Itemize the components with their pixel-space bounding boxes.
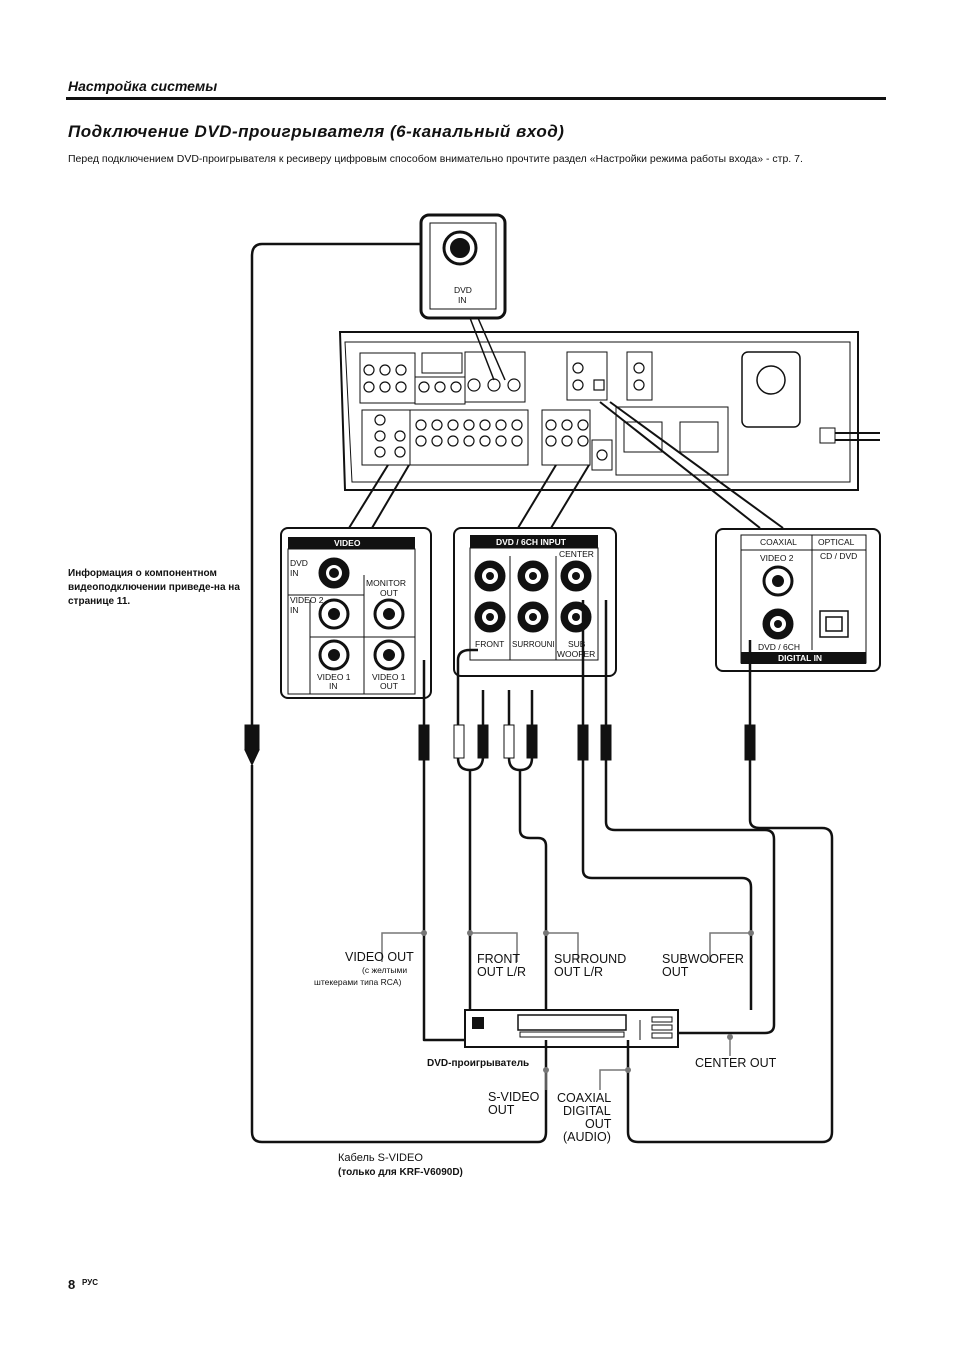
optical-jack-icon	[825, 616, 843, 632]
header-rule	[66, 97, 886, 100]
svideo-plug-icon	[244, 724, 260, 751]
svideo-callout-box	[419, 213, 507, 320]
optical-label: OPTICAL	[818, 537, 855, 547]
dvd-6ch-input-panel	[453, 527, 617, 677]
subwoofer-out-label: SUBWOOFER	[662, 952, 744, 966]
front-out-label: FRONT	[477, 952, 520, 966]
digital-in-panel	[715, 528, 881, 672]
video2-in-label-2: IN	[290, 605, 299, 615]
page-title: Подключение DVD-проигрывателя (6-канальн…	[68, 122, 565, 141]
video-out-note-2: штекерами типа RCA)	[314, 977, 402, 987]
svideo-cable	[250, 765, 548, 1144]
section-header: Настройка системы	[68, 78, 218, 94]
video-plug-icon	[418, 724, 430, 761]
component-video-note: Информация о компонентном видеоподключен…	[68, 568, 240, 607]
coaxial-digital-out-label-4: (AUDIO)	[563, 1130, 611, 1144]
surround-out-label-2: OUT L/R	[554, 965, 603, 979]
subwoofer-out-label-2: OUT	[662, 965, 689, 979]
video2-in-label: VIDEO 2	[290, 595, 324, 605]
video1-in-label-2: IN	[329, 681, 338, 691]
video1-out-label-2: OUT	[380, 681, 398, 691]
video-out-label: VIDEO OUT	[345, 950, 414, 964]
monitor-out-label: MONITOR	[366, 578, 406, 588]
coaxial-label: COAXIAL	[760, 537, 797, 547]
receiver-back-panel	[338, 331, 859, 491]
coaxial-digital-out-label: COAXIAL	[557, 1091, 611, 1105]
dvd-player-label: DVD-проигрыватель	[427, 1058, 529, 1069]
svideo-jack-icon	[442, 230, 478, 266]
svideo-box-label-2: IN	[458, 295, 467, 305]
svideo-cable-note: (только для KRF-V6090D)	[338, 1167, 463, 1178]
dvd-6ch-label: DVD / 6CH	[758, 642, 800, 652]
coaxial-digital-out-label-3: OUT	[585, 1117, 612, 1131]
coax-plug-icon	[744, 724, 756, 761]
page-language: РУС	[82, 1278, 98, 1287]
coaxial-digital-out-label-2: DIGITAL	[563, 1104, 611, 1118]
monitor-out-label-2: OUT	[380, 588, 398, 598]
digital-video2-label: VIDEO 2	[760, 553, 794, 563]
video-panel-header: VIDEO	[334, 538, 361, 548]
intro-text: Перед подключением DVD-проигрывателя к р…	[68, 153, 803, 165]
dvd6ch-panel-header: DVD / 6CH INPUT	[496, 537, 567, 547]
sub-label: SUB	[568, 639, 586, 649]
video1-in-label: VIDEO 1	[317, 672, 351, 682]
svideo-out-label: S-VIDEO	[488, 1090, 540, 1104]
svideo-out-label-2: OUT	[488, 1103, 515, 1117]
cd-dvd-label: CD / DVD	[820, 551, 857, 561]
dvd-player-icon	[464, 1009, 679, 1048]
surround-label: SURROUNI	[512, 640, 555, 649]
center-label: CENTER	[559, 549, 594, 559]
video-dvd-in-label: DVD	[290, 558, 308, 568]
front-out-label-2: OUT L/R	[477, 965, 526, 979]
svideo-cable-label: Кабель S-VIDEO	[338, 1152, 423, 1164]
surround-out-label: SURROUND	[554, 952, 626, 966]
video-dvd-in-label-2: IN	[290, 568, 299, 578]
page-number: 8	[68, 1277, 76, 1292]
svideo-box-label: DVD	[454, 285, 472, 295]
front-label: FRONT	[475, 639, 504, 649]
ac-outlet-icon	[741, 351, 801, 428]
video1-out-label: VIDEO 1	[372, 672, 406, 682]
video-panel	[280, 527, 432, 699]
video-out-note: (с желтыми	[362, 965, 407, 975]
woofer-label: WOOFER	[557, 649, 595, 659]
digital-in-header: DIGITAL IN	[778, 653, 822, 663]
center-out-label: CENTER OUT	[695, 1056, 777, 1070]
